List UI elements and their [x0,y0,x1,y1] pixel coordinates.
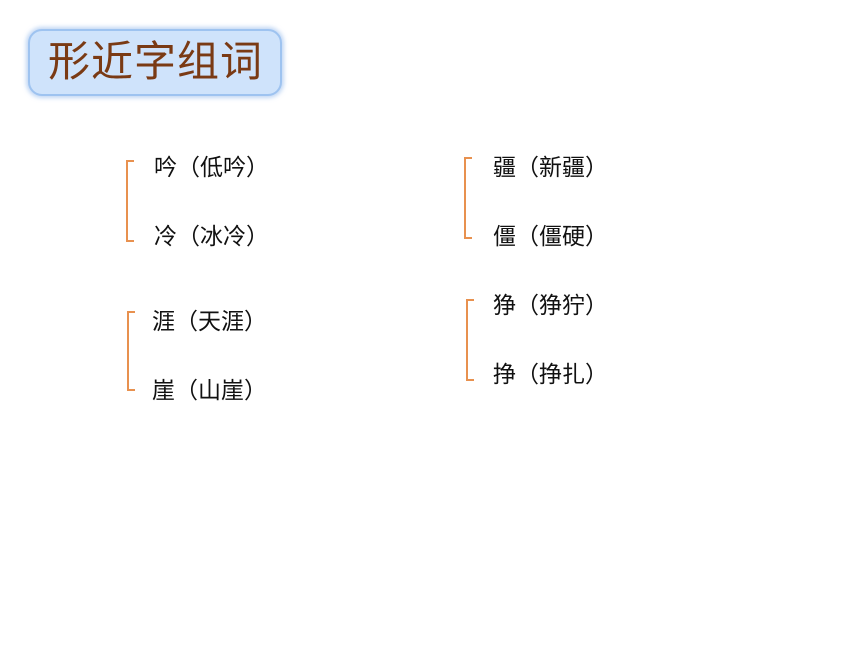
word-item: 挣（挣扎） [493,362,608,388]
word-item: 狰（狰狞） [493,293,608,319]
group-bracket [126,160,134,242]
word-item: 僵（僵硬） [493,224,608,250]
group-bracket [466,299,474,381]
word-item: 吟（低吟） [154,155,269,181]
page-title: 形近字组词 [48,37,264,86]
title-banner [28,29,282,96]
word-item: 崖（山崖） [152,378,267,404]
group-bracket [464,157,472,239]
group-bracket [127,311,135,391]
word-item: 疆（新疆） [493,155,608,181]
word-item: 冷（冰冷） [154,224,269,250]
word-item: 涯（天涯） [152,309,267,335]
